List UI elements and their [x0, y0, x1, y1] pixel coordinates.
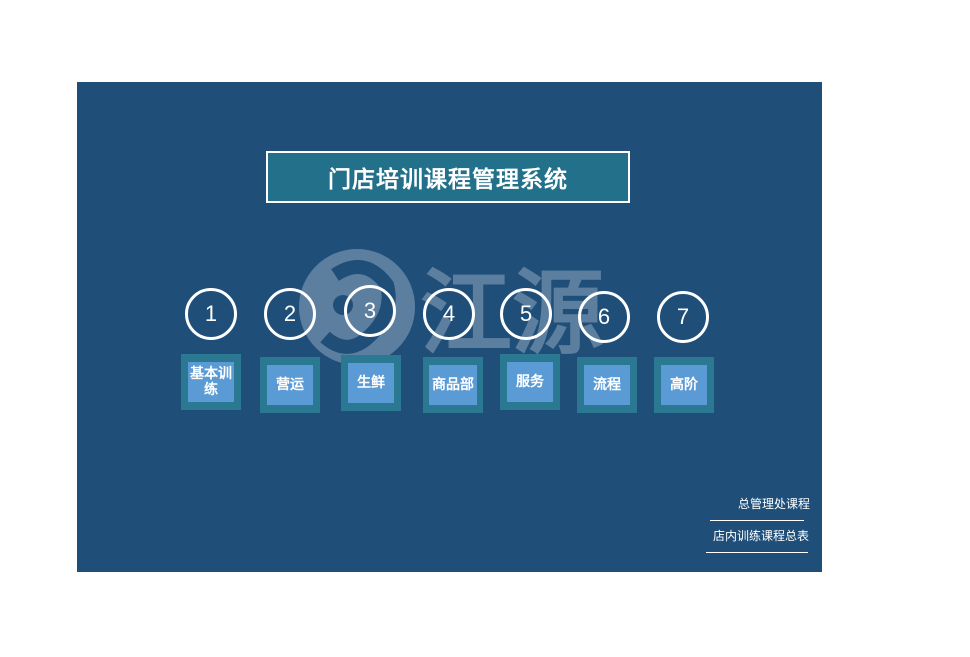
- store-summary-underline: [706, 552, 808, 553]
- page-title: 门店培训课程管理系统: [266, 151, 630, 203]
- module-button-advanced[interactable]: 高阶: [654, 357, 714, 413]
- module-label: 服务: [507, 362, 553, 402]
- step-number-2: 2: [264, 288, 316, 340]
- module-button-fresh[interactable]: 生鲜: [341, 355, 401, 411]
- hq-courses-underline: [710, 520, 804, 521]
- step-number-5: 5: [500, 288, 552, 340]
- step-number-6: 6: [578, 291, 630, 343]
- module-button-operations[interactable]: 营运: [260, 357, 320, 413]
- step-number-3: 3: [344, 285, 396, 337]
- module-label: 高阶: [661, 365, 707, 405]
- module-button-basic-training[interactable]: 基本训 练: [181, 354, 241, 410]
- step-number-7: 7: [657, 291, 709, 343]
- module-label: 基本训 练: [188, 362, 234, 402]
- module-button-process[interactable]: 流程: [577, 357, 637, 413]
- module-label: 商品部: [429, 365, 477, 405]
- hq-courses-link[interactable]: 总管理处课程: [738, 497, 811, 511]
- step-number-1: 1: [185, 288, 237, 340]
- module-button-service[interactable]: 服务: [500, 354, 560, 410]
- module-label: 营运: [267, 365, 313, 405]
- store-summary-link[interactable]: 店内训练课程总表: [713, 529, 810, 543]
- step-number-4: 4: [423, 288, 475, 340]
- module-button-merchandise[interactable]: 商品部: [423, 357, 483, 413]
- module-label: 流程: [584, 365, 630, 405]
- module-label: 生鲜: [348, 363, 394, 403]
